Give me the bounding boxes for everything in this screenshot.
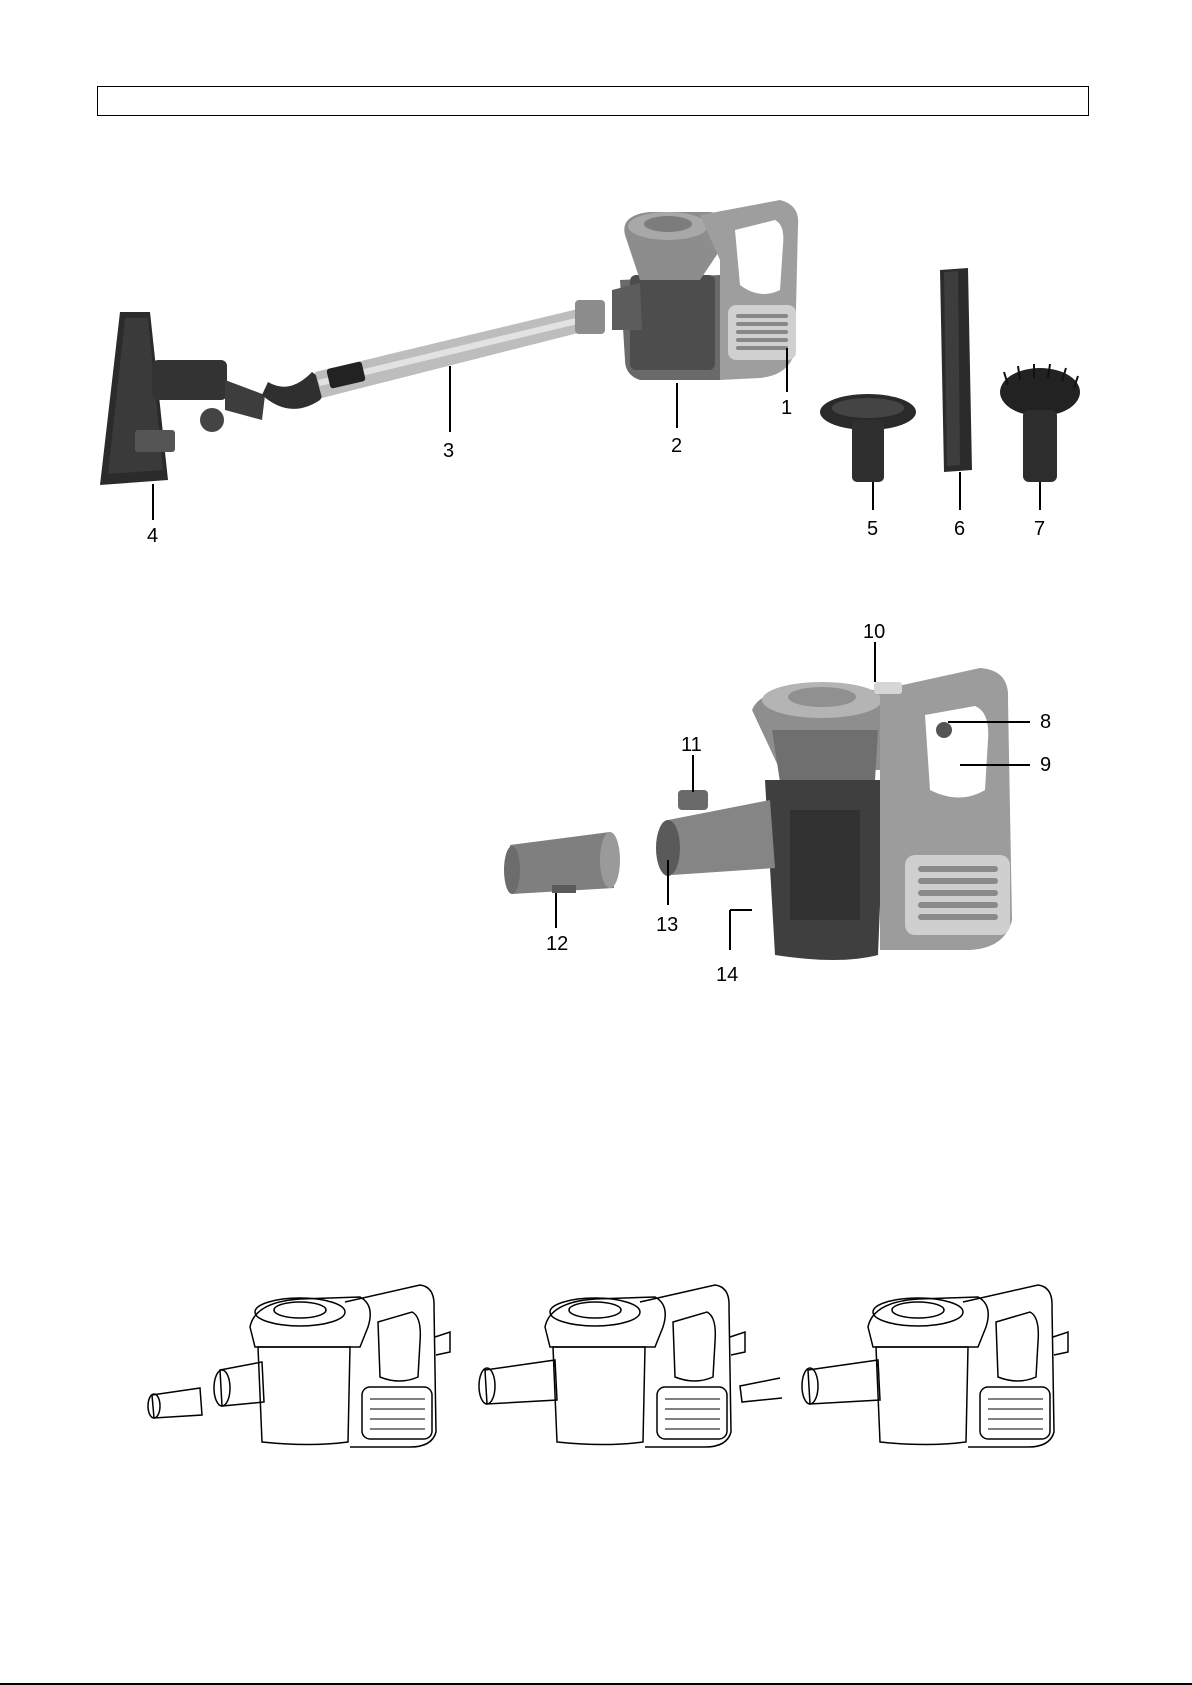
assembly-step-1 (148, 1285, 450, 1447)
assembly-step-2 (479, 1285, 745, 1447)
assembly-step-3 (740, 1285, 1068, 1447)
